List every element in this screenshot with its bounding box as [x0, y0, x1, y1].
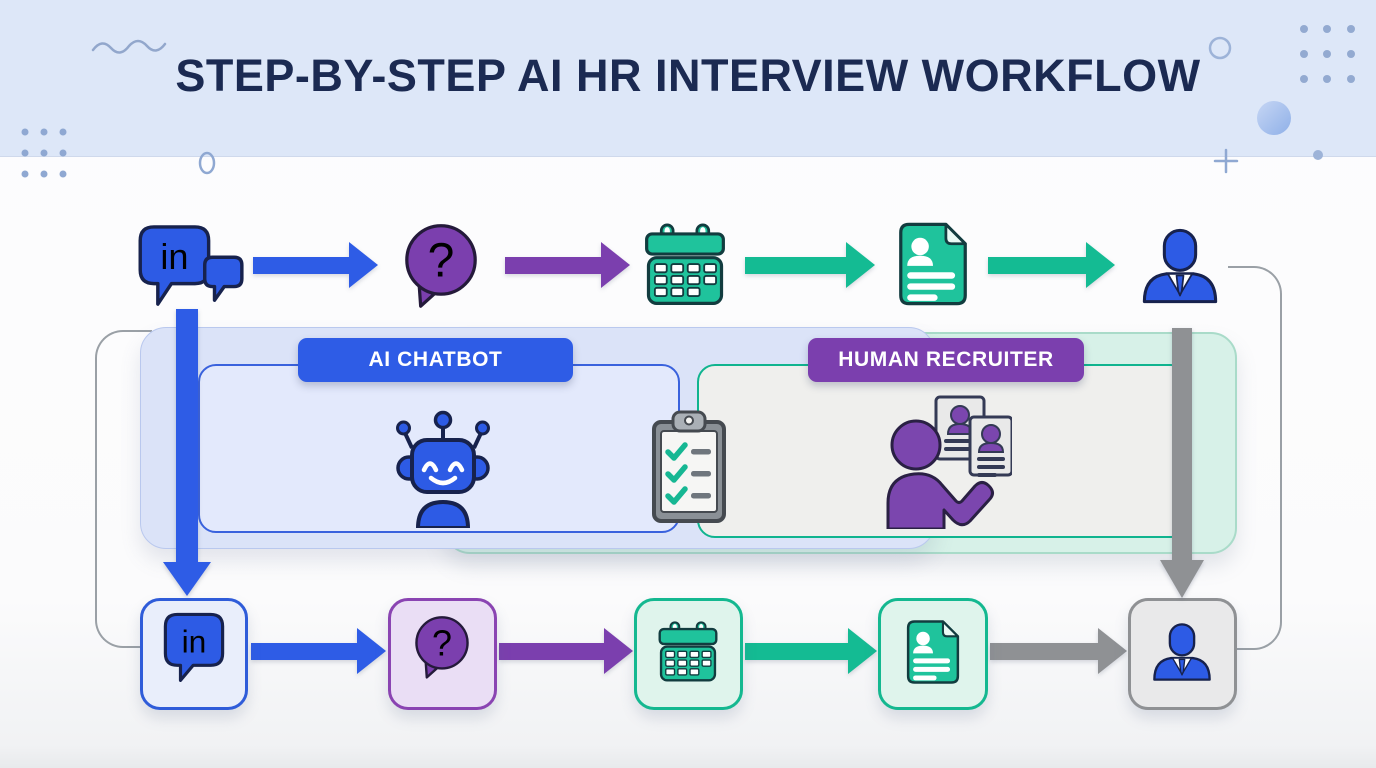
candidate-icon [1140, 228, 1220, 304]
recruiter-review-icon [880, 393, 1012, 529]
ai-chatbot-badge: AI CHATBOT [298, 338, 573, 382]
flow-arrow-gray [990, 628, 1127, 674]
flow-arrow-blue [253, 242, 378, 288]
calendar-icon [657, 621, 719, 683]
linkedin-chat-icon [138, 224, 248, 310]
question-bubble-icon [402, 223, 480, 308]
linkedin-icon [163, 612, 225, 682]
flow-arrow-purple [505, 242, 630, 288]
header-banner: STEP-BY-STEP AI HR INTERVIEW WORKFLOW [0, 0, 1376, 178]
flow-arrow-teal [745, 242, 875, 288]
left-loop-connector [95, 330, 152, 648]
flow-arrow-purple [499, 628, 633, 674]
human-recruiter-badge: HUMAN RECRUITER [808, 338, 1084, 382]
dot-grid-icon [1300, 25, 1355, 83]
down-arrow-gray [1160, 328, 1204, 598]
question-bubble-icon [413, 615, 471, 679]
ai-chatbot-label: AI CHATBOT [368, 348, 503, 371]
squiggle-icon [91, 39, 167, 54]
flow-arrow-teal [745, 628, 877, 674]
robot-icon [388, 410, 498, 528]
human-recruiter-label: HUMAN RECRUITER [838, 348, 1054, 371]
gradient-circle-icon [1257, 101, 1291, 135]
circle-outline-icon [1208, 36, 1232, 60]
resume-icon [906, 619, 960, 685]
dot-icon [1313, 150, 1323, 160]
candidate-icon [1151, 623, 1213, 681]
right-loop-connector [1228, 266, 1282, 650]
circle-outline-icon [198, 151, 216, 175]
flow-arrow-blue [251, 628, 386, 674]
page-title: STEP-BY-STEP AI HR INTERVIEW WORKFLOW [175, 50, 1201, 101]
calendar-icon [643, 223, 727, 307]
flow-arrow-teal [988, 242, 1115, 288]
plus-icon [1213, 148, 1239, 174]
resume-icon [898, 221, 968, 307]
checklist-clipboard-icon [651, 410, 727, 524]
down-arrow-blue [163, 309, 211, 596]
dot-grid-icon [21, 128, 67, 178]
